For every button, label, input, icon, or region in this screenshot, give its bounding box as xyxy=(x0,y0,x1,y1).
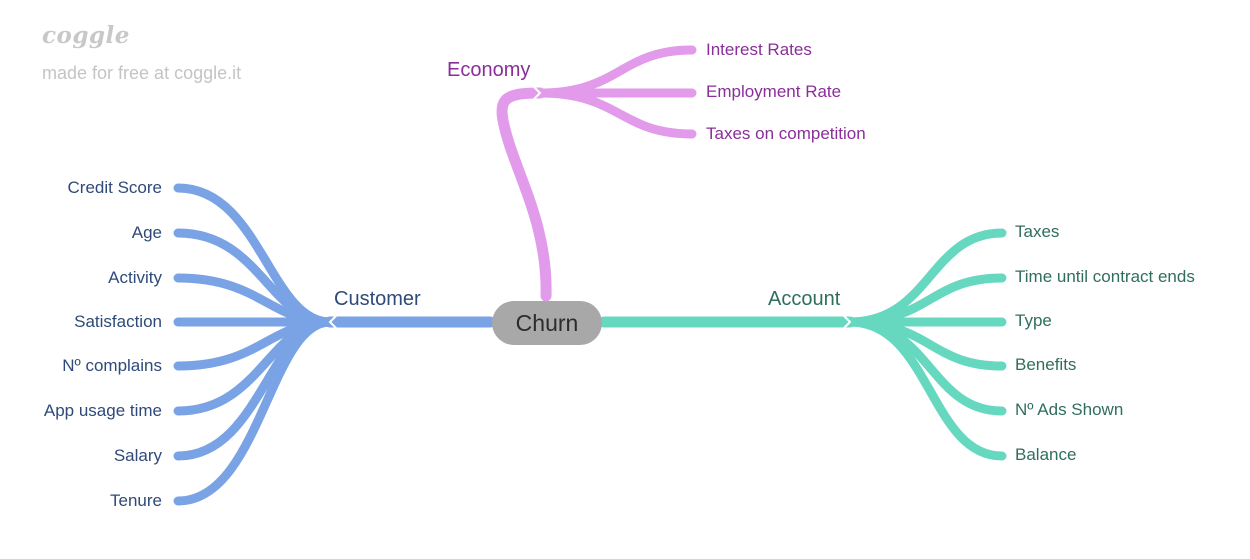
leaf-employment-rate[interactable]: Employment Rate xyxy=(706,82,842,101)
leaf-complains[interactable]: Nº complains xyxy=(62,356,162,375)
customer-leaf-curve xyxy=(173,317,335,506)
leaf-age[interactable]: Age xyxy=(131,223,162,242)
central-node-churn[interactable]: Churn xyxy=(492,301,602,345)
leaf-taxes-on-competition[interactable]: Taxes on competition xyxy=(706,124,866,143)
economy-trunk-line xyxy=(496,87,552,302)
customer-leaf-curve xyxy=(173,183,335,327)
leaf-benefits[interactable]: Benefits xyxy=(1015,355,1077,374)
leaf-taxes[interactable]: Taxes xyxy=(1015,222,1060,241)
leaf-salary[interactable]: Salary xyxy=(113,446,162,465)
coggle-tagline: made for free at coggle.it xyxy=(42,63,242,83)
account-junction-arrow xyxy=(843,315,852,329)
leaf-balance[interactable]: Balance xyxy=(1015,445,1077,464)
economy-leaf-curve xyxy=(535,88,697,139)
leaf-time-until-contract-ends[interactable]: Time until contract ends xyxy=(1015,267,1195,286)
customer-junction-arrow xyxy=(328,315,337,329)
customer-leaf-curve xyxy=(173,273,335,327)
branch-label-customer[interactable]: Customer xyxy=(334,288,421,310)
account-leaf-curve xyxy=(845,317,1007,461)
leaf-satisfaction[interactable]: Satisfaction xyxy=(74,312,162,331)
leaf-tenure[interactable]: Tenure xyxy=(110,491,162,510)
economy-junction-arrow xyxy=(533,86,542,100)
branch-label-economy[interactable]: Economy xyxy=(447,59,531,81)
leaf-ads-shown[interactable]: Nº Ads Shown xyxy=(1015,400,1124,419)
leaf-app-usage-time[interactable]: App usage time xyxy=(43,401,162,420)
leaf-type[interactable]: Type xyxy=(1015,311,1052,330)
leaf-credit-score[interactable]: Credit Score xyxy=(67,178,162,197)
branch-label-account[interactable]: Account xyxy=(768,288,841,310)
leaf-interest-rates[interactable]: Interest Rates xyxy=(706,40,812,59)
coggle-logo: coggle xyxy=(42,22,130,49)
economy-leaf-curve xyxy=(535,45,697,98)
central-node-label: Churn xyxy=(515,309,579,336)
leaf-activity[interactable]: Activity xyxy=(108,268,162,287)
